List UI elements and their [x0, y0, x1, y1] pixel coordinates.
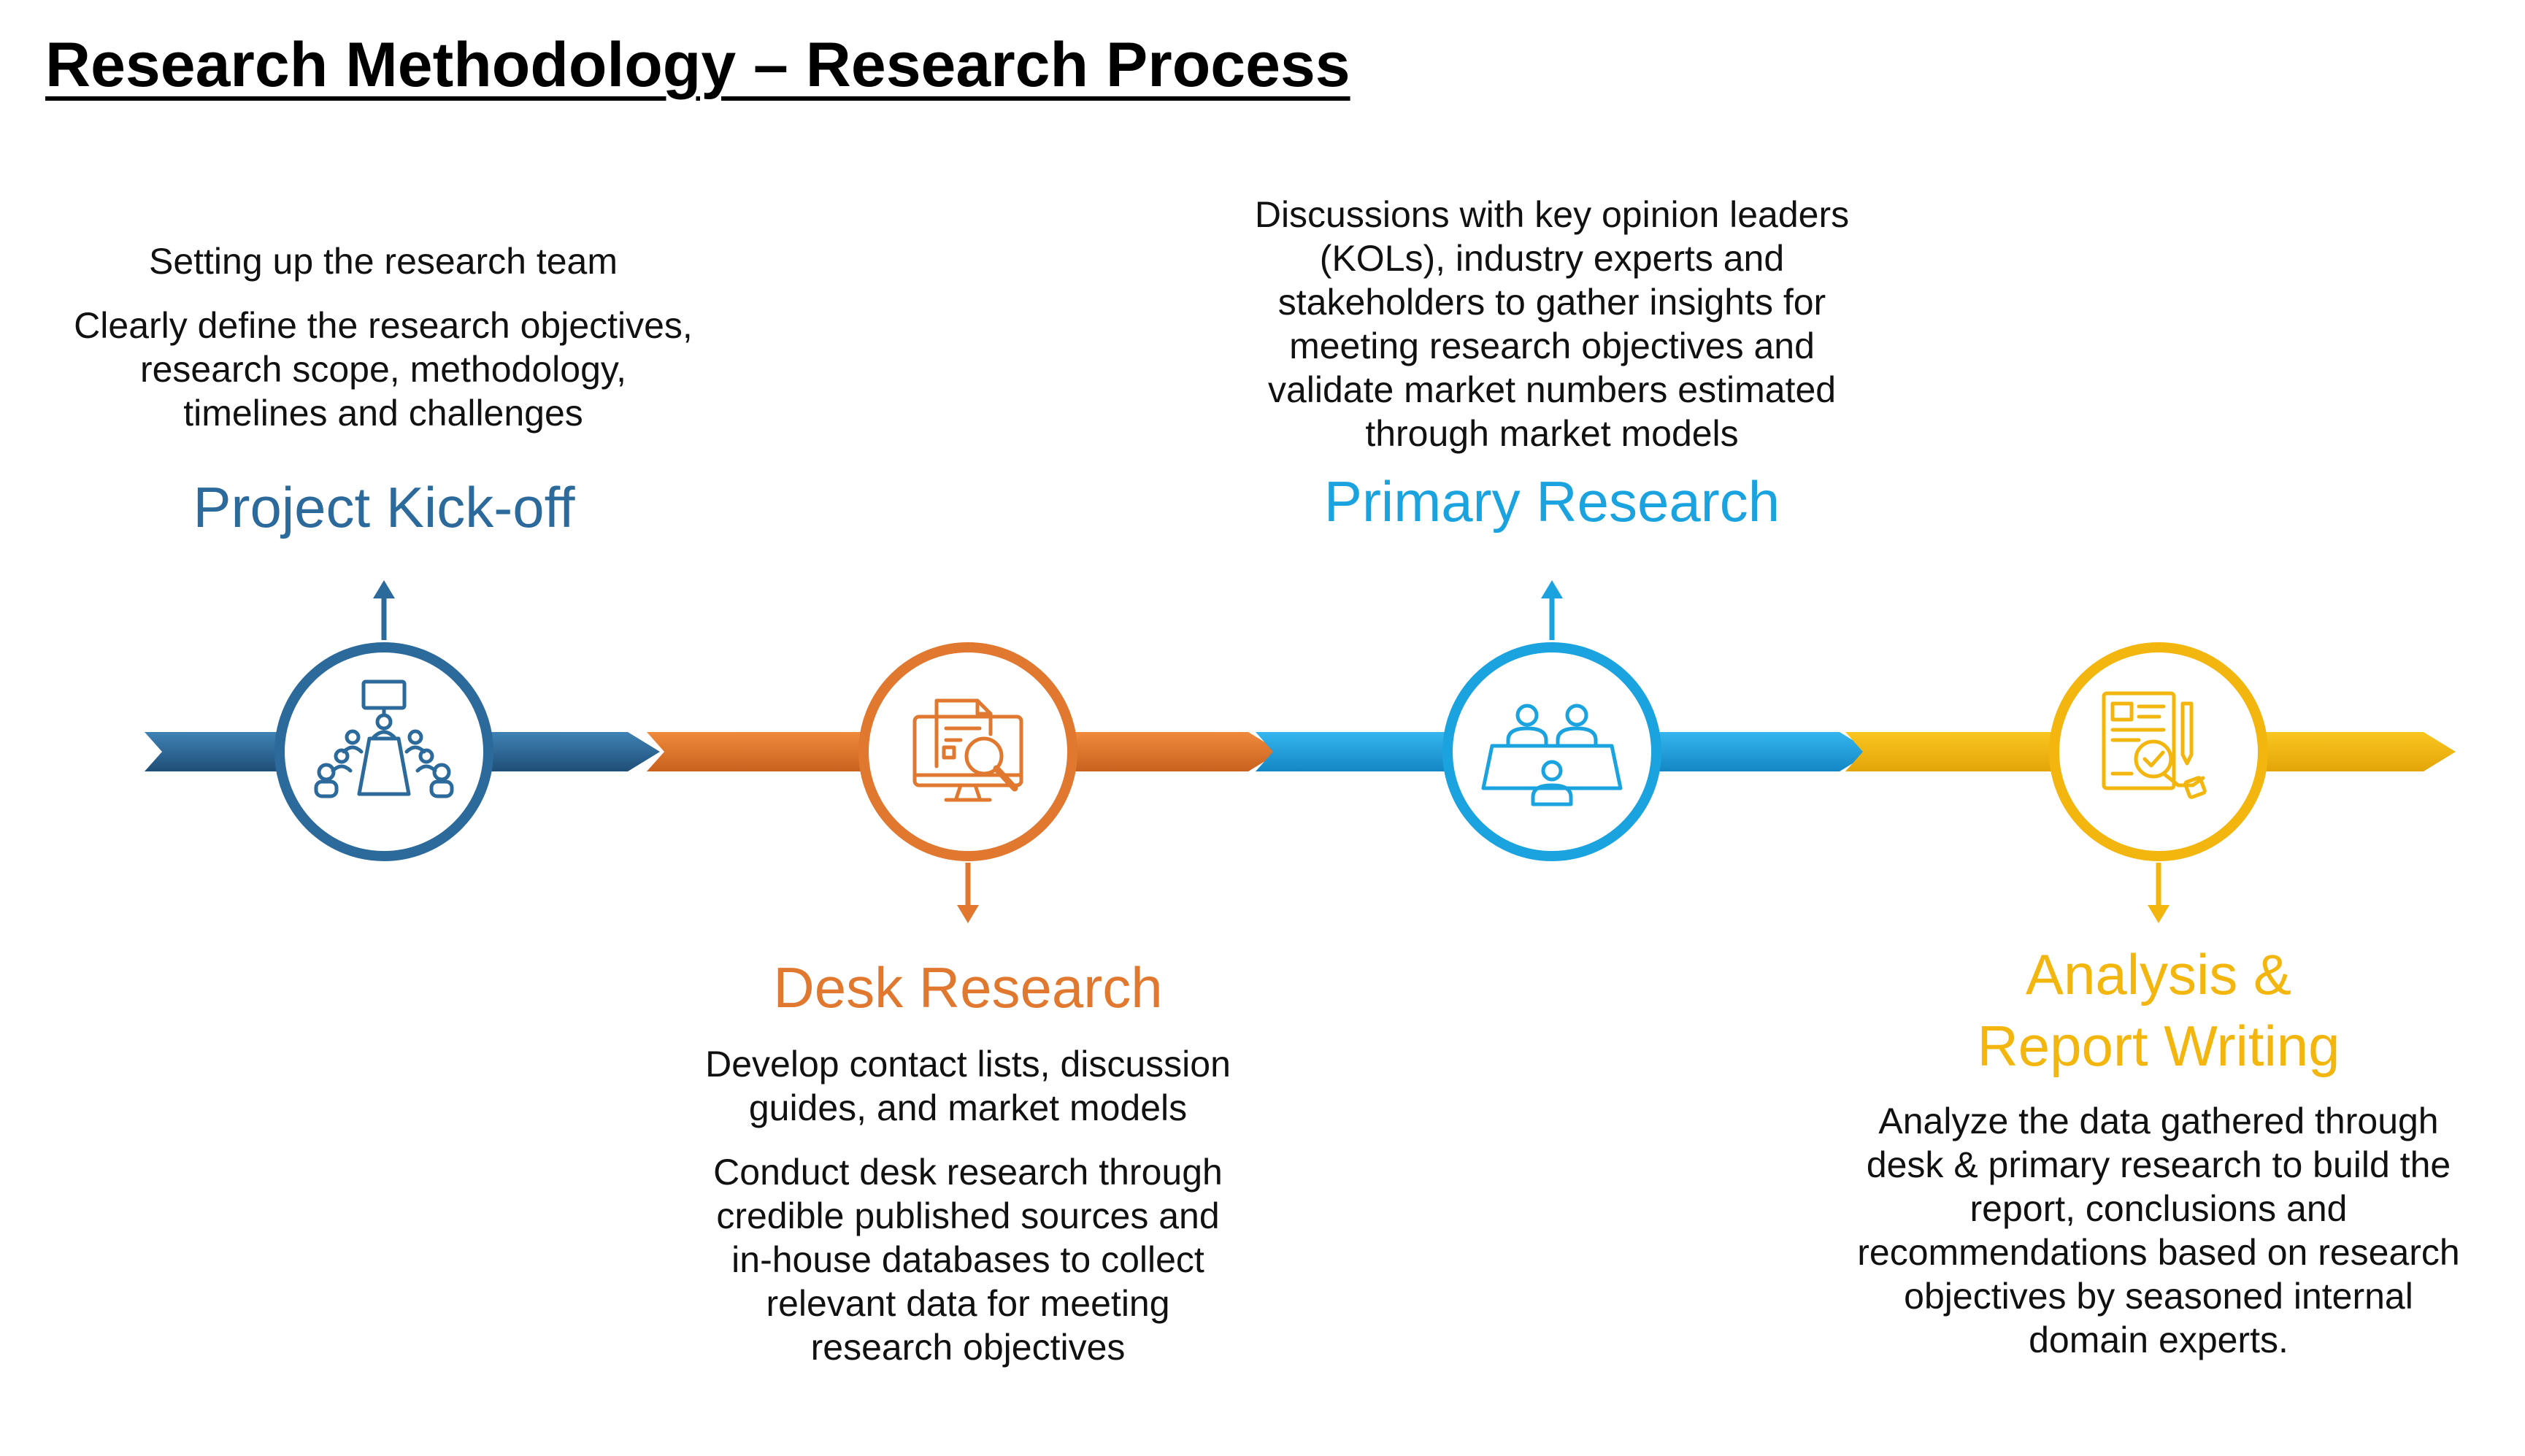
stage-title-analysis-line-1: Analysis &: [2025, 942, 2292, 1006]
stage-title-analysis: Analysis & Report Writing: [1867, 939, 2451, 1082]
desk-description-line-2: Conduct desk research through credible p…: [713, 1152, 1223, 1368]
report-analysis-icon: [2102, 691, 2207, 799]
kickoff-description-line-2: Clearly define the research objectives, …: [74, 305, 693, 434]
arrow-up-primary: [1541, 580, 1563, 640]
meeting-table-icon: [314, 679, 454, 798]
stage-title-analysis-line-2: Report Writing: [1977, 1014, 2340, 1078]
stage-title-kickoff: Project Kick-off: [193, 475, 575, 539]
stage-circle-analysis: [2049, 642, 2268, 861]
arrow-down-analysis: [2148, 863, 2169, 923]
analysis-description-line-1: Analyze the data gathered through desk &…: [1857, 1101, 2460, 1360]
analysis-description: Analyze the data gathered through desk &…: [1845, 1099, 2472, 1362]
stage-title-primary: Primary Research: [1323, 469, 1780, 534]
stage-circle-kickoff: [274, 642, 493, 861]
stage-title-desk: Desk Research: [773, 955, 1163, 1020]
discussion-group-icon: [1481, 704, 1623, 806]
kickoff-description-line-1: Setting up the research team: [148, 241, 618, 282]
stage-circle-primary: [1442, 642, 1661, 861]
primary-description-line-1: Discussions with key opinion leaders (KO…: [1254, 194, 1850, 454]
arrow-up-kickoff: [373, 580, 395, 640]
page-title: Research Methodology – Research Process: [45, 30, 1350, 100]
kickoff-description: Setting up the research team Clearly def…: [44, 239, 723, 435]
desk-description-line-1: Develop contact lists, discussion guides…: [705, 1044, 1231, 1128]
document-search-monitor-icon: [912, 698, 1023, 802]
arrow-down-desk: [957, 863, 979, 923]
desk-description: Develop contact lists, discussion guides…: [683, 1042, 1253, 1369]
primary-description: Discussions with key opinion leaders (KO…: [1238, 193, 1866, 455]
